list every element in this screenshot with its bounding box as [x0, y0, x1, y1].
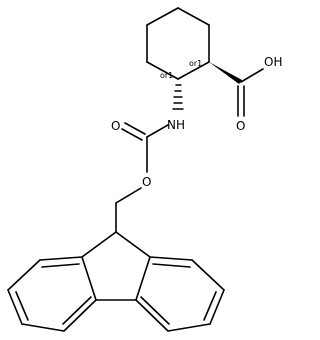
hashed-bond [172, 84, 184, 110]
stereo-label-c2: or1 [160, 71, 173, 80]
nh-label: NH [167, 118, 185, 132]
stereo-label-c1: or1 [189, 59, 202, 68]
carboxylic-acid-group [209, 62, 264, 117]
ester-oxygen-label: O [142, 175, 151, 189]
molecule-drawing: OH O NH O O or1 or1 [7, 7, 282, 332]
carbonyl-oxygen-label: O [111, 119, 120, 133]
carbamate-group [115, 122, 169, 233]
structure-canvas: OH O NH O O or1 or1 [7, 7, 282, 332]
fluorenyl-group [7, 231, 225, 332]
wedge-bond [209, 62, 242, 84]
cyclohexane-ring [146, 7, 210, 80]
carboxyl-oxygen-label: O [236, 119, 245, 133]
oh-label: OH [264, 55, 282, 69]
